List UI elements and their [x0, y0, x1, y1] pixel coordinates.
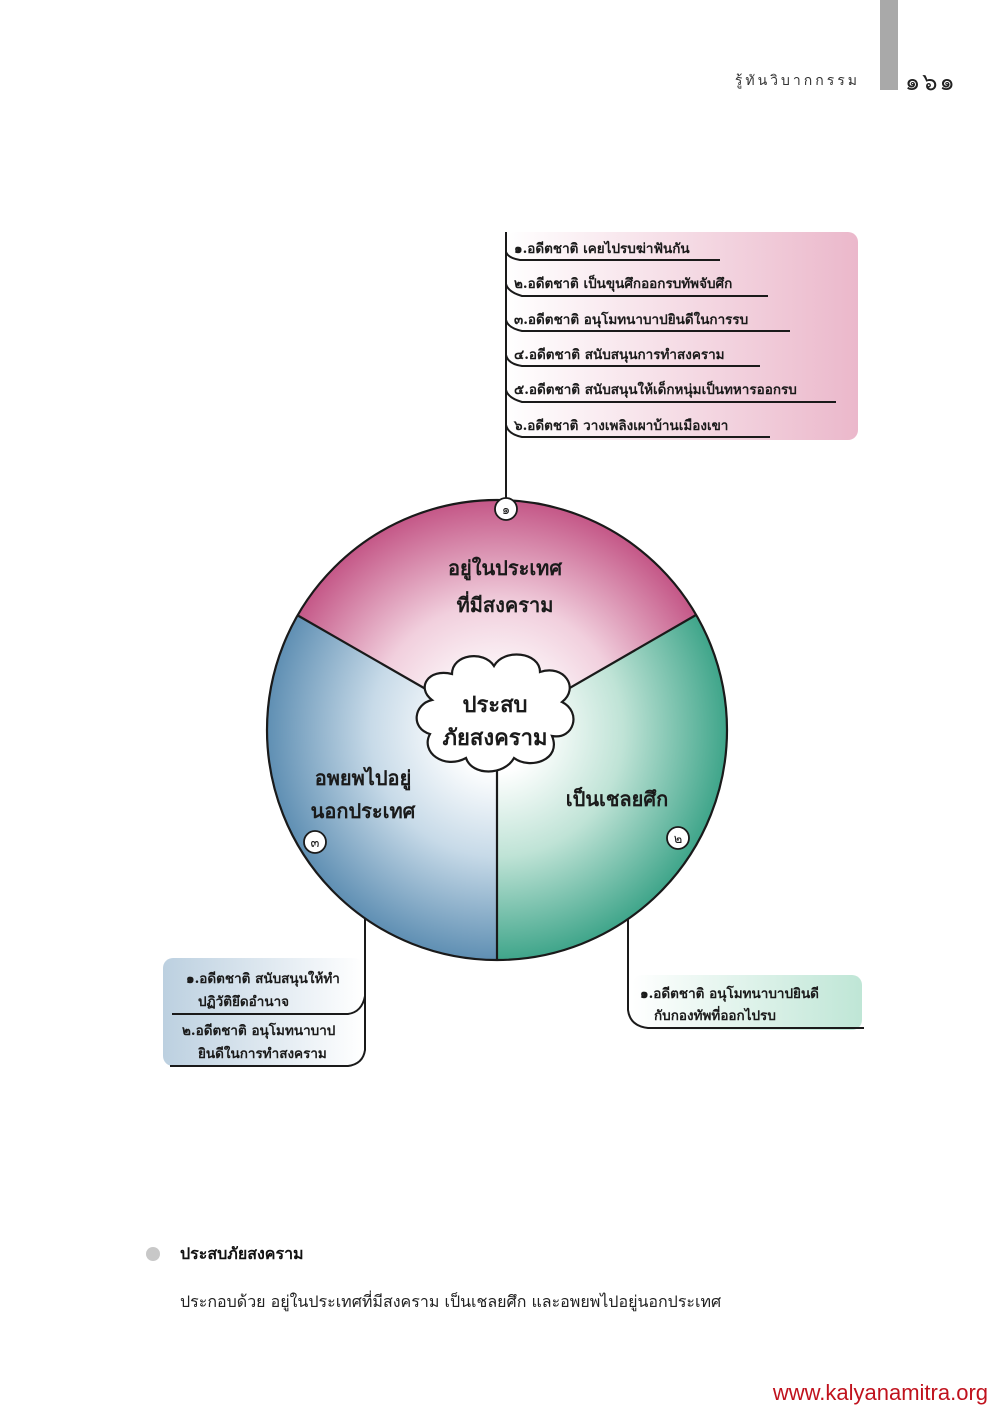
underline-1-3: [505, 319, 790, 332]
underline-1-1: [505, 251, 720, 261]
underline-1-4: [505, 354, 760, 367]
section-title: ประสบภัยสงคราม: [180, 1244, 304, 1263]
detail-3-item-2-line-1: ๒.อดีตชาติ อนุโมทนาบาป: [182, 1021, 336, 1039]
section-bullet-icon: [146, 1247, 160, 1261]
badge-2-number: ๒: [674, 832, 683, 847]
underline-3-1: [172, 995, 366, 1015]
detail-1-item-3: ๓.อดีตชาติ อนุโมทนาบาปยินดีในการรบ: [514, 310, 748, 328]
detail-box-3-background: [163, 958, 363, 1066]
detail-3-item-2-line-2: ยินดีในการทำสงคราม: [198, 1045, 327, 1062]
segment-3-label-line-2: นอกประเทศ: [311, 799, 417, 823]
footer-url-link[interactable]: www.kalyanamitra.org: [772, 1380, 988, 1405]
page-number: ๑๖๑: [905, 68, 957, 96]
detail-2-item-1-line-1: ๑.อดีตชาติ อนุโมทนาบาปยินดี: [640, 984, 819, 1002]
running-header-title: รู้ทันวิบากกรรม: [734, 73, 860, 89]
detail-3-item-1-line-1: ๑.อดีตชาติ สนับสนุนให้ทำ: [186, 970, 340, 987]
underline-1-5: [505, 389, 836, 403]
detail-2-item-1-line-2: กับกองทัพที่ออกไปรบ: [654, 1005, 776, 1024]
badge-1: ๑: [494, 497, 518, 521]
badge-1-number: ๑: [502, 503, 510, 518]
center-label-line-1: ประสบ: [463, 692, 528, 718]
badge-3-number: ๓: [311, 836, 320, 851]
connector-line-3: [170, 910, 366, 1067]
detail-1-item-2: ๒.อดีตชาติ เป็นขุนศึกออกรบทัพจับศึก: [514, 274, 732, 292]
header-tab-bar: [880, 0, 898, 90]
center-cloud: [415, 653, 575, 773]
underline-1-2: [505, 283, 768, 297]
underline-1-6: [505, 424, 770, 438]
center-label-line-2: ภัยสงคราม: [443, 725, 548, 751]
detail-1-item-5: ๕.อดีตชาติ สนับสนุนให้เด็กหนุ่มเป็นทหารอ…: [514, 380, 797, 398]
detail-1-item-6: ๖.อดีตชาติ วางเพลิงเผาบ้านเมืองเขา: [513, 418, 728, 434]
segment-2-label-line-1: เป็นเชลยศึก: [566, 786, 668, 811]
segment-1-label-line-1: อยู่ในประเทศ: [448, 556, 563, 582]
connector-line-2: [627, 910, 864, 1029]
badge-2: ๒: [666, 826, 690, 850]
detail-1-item-1: ๑.อดีตชาติ เคยไปรบฆ่าฟันกัน: [514, 240, 690, 257]
segment-1-label-line-2: ที่มีสงคราม: [457, 590, 554, 617]
detail-box-2-background: [632, 975, 862, 1030]
section-body: ประกอบด้วย อยู่ในประเทศที่มีสงคราม เป็นเ…: [180, 1292, 722, 1311]
detail-1-item-4: ๔.อดีตชาติ สนับสนุนการทำสงคราม: [514, 347, 725, 363]
badge-3: ๓: [303, 830, 327, 854]
detail-3-item-1-line-2: ปฏิวัติยึดอำนาจ: [198, 994, 289, 1010]
detail-box-1-background: [506, 232, 858, 440]
segment-3-label-line-1: อพยพไปอยู่: [315, 766, 412, 792]
